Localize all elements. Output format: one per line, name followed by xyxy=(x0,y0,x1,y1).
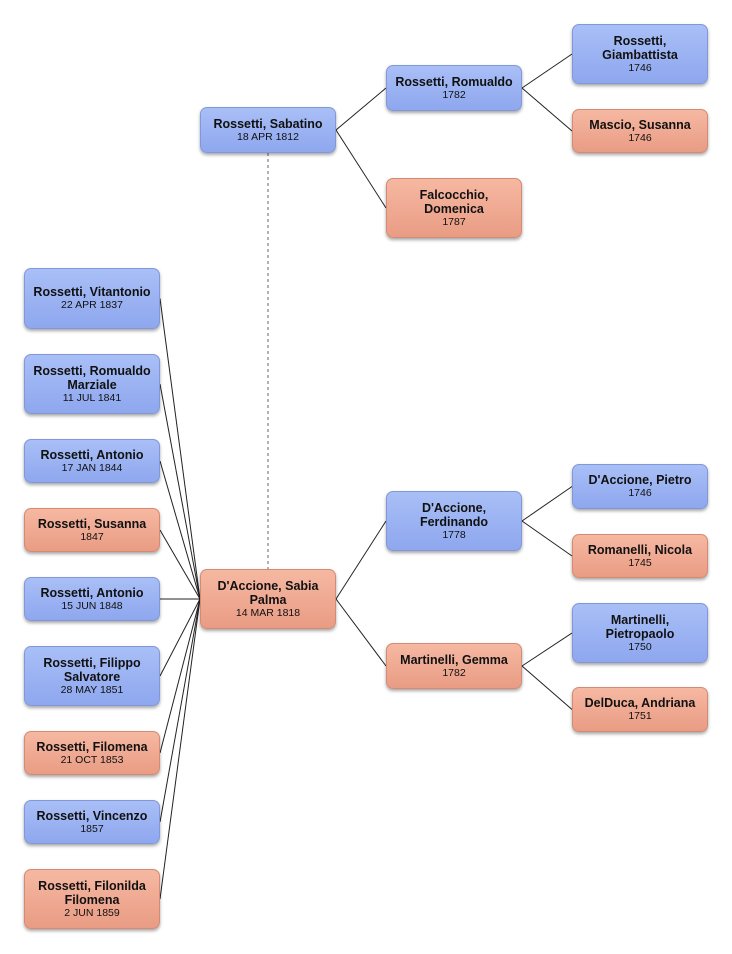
person-card-rossetti-romualdo-marziale[interactable]: Rossetti, Romualdo Marziale 11 JUL 1841 xyxy=(24,354,160,414)
person-name: Rossetti, Filippo Salvatore xyxy=(43,655,141,684)
person-name: Martinelli, Gemma xyxy=(400,652,508,667)
parent-connector xyxy=(335,598,387,667)
person-card-daccione-sabia-palma[interactable]: D'Accione, Sabia Palma 14 MAR 1818 xyxy=(200,569,336,629)
person-card-rossetti-romualdo[interactable]: Rossetti, Romualdo 1782 xyxy=(386,65,522,111)
person-card-rossetti-filonilda-filomena[interactable]: Rossetti, Filonilda Filomena 2 JUN 1859 xyxy=(24,869,160,929)
child-connector xyxy=(159,598,201,677)
child-connector xyxy=(159,598,201,754)
person-date: 1746 xyxy=(628,131,652,144)
person-card-rossetti-vincenzo[interactable]: Rossetti, Vincenzo 1857 xyxy=(24,800,160,844)
person-date: 17 JAN 1844 xyxy=(61,461,123,474)
person-date: 21 OCT 1853 xyxy=(60,753,124,766)
person-date: 1847 xyxy=(80,530,104,543)
person-card-martinelli-pietropaolo[interactable]: Martinelli, Pietropaolo 1750 xyxy=(572,603,708,663)
person-date: 15 JUN 1848 xyxy=(61,599,123,612)
person-card-falcocchio-domenica[interactable]: Falcocchio, Domenica 1787 xyxy=(386,178,522,238)
person-card-rossetti-antonio-1848[interactable]: Rossetti, Antonio 15 JUN 1848 xyxy=(24,577,160,621)
person-name: D'Accione, Pietro xyxy=(588,473,692,487)
person-date: 1746 xyxy=(628,487,652,499)
parent-connector xyxy=(521,665,573,710)
person-card-romanelli-nicola[interactable]: Romanelli, Nicola 1745 xyxy=(572,534,708,578)
person-name: Mascio, Susanna xyxy=(589,117,691,132)
person-name: Rossetti, Antonio xyxy=(40,447,144,462)
parent-connector xyxy=(521,53,573,89)
person-date: 1782 xyxy=(442,88,466,101)
child-connector xyxy=(159,383,201,600)
person-date: 14 MAR 1818 xyxy=(235,606,301,619)
parent-connector xyxy=(521,87,573,132)
person-name: Falcocchio, Domenica xyxy=(419,187,489,216)
person-name: Rossetti, Filomena xyxy=(36,739,148,754)
person-card-rossetti-filippo-salvatore[interactable]: Rossetti, Filippo Salvatore 28 MAY 1851 xyxy=(24,646,160,706)
child-connector xyxy=(159,529,201,600)
person-name: D'Accione, Sabia Palma xyxy=(217,578,319,607)
person-card-mascio-susanna[interactable]: Mascio, Susanna 1746 xyxy=(572,109,708,153)
person-name: Rossetti, Romualdo xyxy=(395,74,513,89)
person-date: 1857 xyxy=(80,822,104,835)
person-date: 2 JUN 1859 xyxy=(64,906,120,919)
person-date: 1787 xyxy=(442,215,466,228)
person-name: DelDuca, Andriana xyxy=(584,696,696,710)
person-name: Rossetti, Susanna xyxy=(37,516,147,531)
person-name: Rossetti, Giambattista xyxy=(602,33,678,62)
person-card-rossetti-susanna[interactable]: Rossetti, Susanna 1847 xyxy=(24,508,160,552)
person-card-rossetti-filomena[interactable]: Rossetti, Filomena 21 OCT 1853 xyxy=(24,731,160,775)
person-date: 28 MAY 1851 xyxy=(60,683,124,696)
person-name: Rossetti, Sabatino xyxy=(213,116,323,131)
person-name: Martinelli, Pietropaolo xyxy=(605,612,675,641)
person-date: 1745 xyxy=(628,556,652,569)
person-date: 11 JUL 1841 xyxy=(62,391,122,404)
child-connector xyxy=(159,298,201,600)
person-date: 18 APR 1812 xyxy=(237,130,299,143)
person-name: Rossetti, Vincenzo xyxy=(36,808,148,823)
person-name: Rossetti, Antonio xyxy=(40,585,144,600)
person-card-daccione-pietro[interactable]: D'Accione, Pietro 1746 xyxy=(572,464,708,509)
child-connector xyxy=(159,460,201,600)
person-card-rossetti-sabatino[interactable]: Rossetti, Sabatino 18 APR 1812 xyxy=(200,107,336,153)
person-date: 22 APR 1837 xyxy=(61,299,123,311)
parent-connector xyxy=(335,520,387,600)
person-date: 1782 xyxy=(442,666,466,679)
person-name: Romanelli, Nicola xyxy=(587,542,693,557)
person-date: 1746 xyxy=(628,61,652,74)
parent-connector xyxy=(521,520,573,557)
person-date: 1778 xyxy=(442,528,466,541)
person-name: D'Accione, Ferdinando xyxy=(419,500,489,529)
person-date: 1750 xyxy=(628,640,652,653)
person-card-martinelli-gemma[interactable]: Martinelli, Gemma 1782 xyxy=(386,643,522,689)
person-card-rossetti-giambattista[interactable]: Rossetti, Giambattista 1746 xyxy=(572,24,708,84)
person-card-rossetti-antonio-1844[interactable]: Rossetti, Antonio 17 JAN 1844 xyxy=(24,439,160,483)
child-connector xyxy=(159,598,201,900)
parent-connector xyxy=(521,632,573,667)
person-card-daccione-ferdinando[interactable]: D'Accione, Ferdinando 1778 xyxy=(386,491,522,551)
person-card-delduca-andriana[interactable]: DelDuca, Andriana 1751 xyxy=(572,687,708,732)
child-connector xyxy=(159,598,201,823)
person-name: Rossetti, Romualdo Marziale xyxy=(33,363,151,392)
parent-connector xyxy=(521,486,573,522)
parent-connector xyxy=(335,129,387,209)
person-name: Rossetti, Filonilda Filomena xyxy=(38,878,146,907)
person-card-rossetti-vitantonio[interactable]: Rossetti, Vitantonio 22 APR 1837 xyxy=(24,268,160,329)
person-date: 1751 xyxy=(628,710,652,722)
person-name: Rossetti, Vitantonio xyxy=(33,285,151,299)
parent-connector xyxy=(335,87,387,131)
